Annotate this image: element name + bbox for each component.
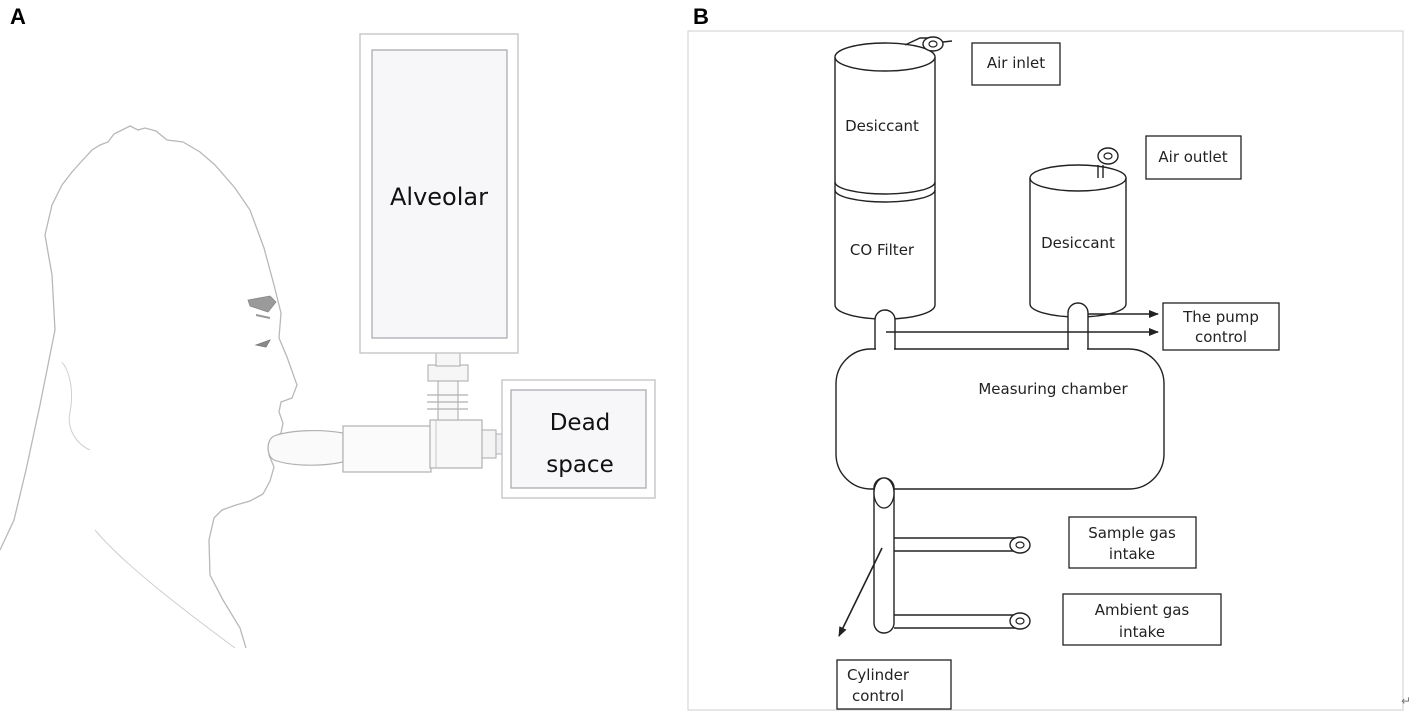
sample-gas-branch [894, 536, 1031, 554]
ear-outline [61, 361, 91, 451]
t-connector-body [429, 419, 483, 469]
alveolar-bag-inner [371, 49, 508, 339]
pump-control-label-line2: control [1195, 328, 1247, 346]
mouthpiece-cone [267, 430, 344, 466]
air-outlet-label: Air outlet [1158, 148, 1227, 166]
dead-space-label-line2: space [546, 452, 613, 478]
ambient-gas-branch [894, 612, 1031, 630]
ambient-gas-label-line1: Ambient gas [1095, 601, 1190, 619]
pump-control-label-line1: The pump [1182, 308, 1259, 326]
intake-pipe [873, 477, 895, 634]
neck-outline [94, 529, 236, 649]
head-profile-outline [0, 125, 298, 649]
eyebrow [247, 295, 277, 313]
panel-b: Desiccant CO Filter Desiccant Air inlet … [687, 30, 1404, 711]
cylinder-control-label-line2: control [852, 687, 904, 705]
right-desiccant-cylinder [1029, 147, 1127, 318]
measuring-chamber [835, 348, 1165, 490]
left-filter-cylinder [834, 36, 953, 320]
bag-connector-lower [437, 379, 459, 421]
ambient-gas-label-line2: intake [1119, 623, 1165, 641]
bag-connector-neck [435, 351, 461, 367]
panel-a: Alveolar Dead space [0, 33, 656, 649]
ambient-gas-box [1062, 593, 1222, 646]
desiccant-left-label: Desiccant [845, 117, 919, 135]
cylinder-control-label-line1: Cylinder [847, 666, 910, 684]
eyebrow-lower [255, 314, 271, 319]
t-connector-right-collar [481, 429, 497, 459]
alveolar-label: Alveolar [390, 183, 488, 211]
co-filter-label: CO Filter [850, 241, 915, 259]
air-inlet-label: Air inlet [987, 54, 1045, 72]
sample-gas-label-line1: Sample gas [1088, 524, 1176, 542]
panel-b-label: B [693, 4, 709, 29]
pump-control-box [1162, 302, 1280, 351]
eye [254, 339, 271, 348]
cylinder-control-arrow [838, 547, 883, 637]
air-inlet-box [971, 42, 1061, 86]
return-mark: ↵ [1401, 694, 1412, 708]
mouthpiece-tube [342, 425, 432, 473]
sample-gas-label-line2: intake [1109, 545, 1155, 563]
desiccant-right-label: Desiccant [1041, 234, 1115, 252]
cylinder-control-box [836, 659, 952, 710]
sample-gas-box [1068, 516, 1197, 569]
dead-space-bag-inner [510, 389, 647, 489]
bag-connector-upper [427, 364, 469, 382]
dead-space-label-line1: Dead [550, 410, 611, 436]
measuring-chamber-label: Measuring chamber [978, 380, 1128, 398]
air-outlet-box [1145, 135, 1242, 180]
panel-a-label: A [10, 4, 26, 29]
